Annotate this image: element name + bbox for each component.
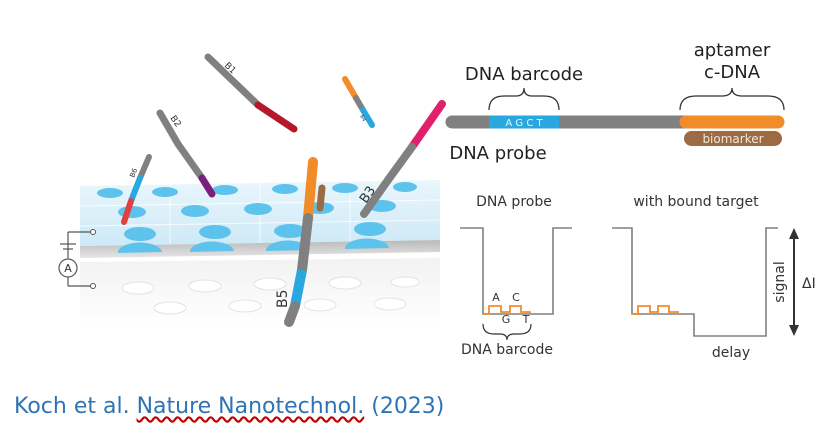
strand-b5-label: B5	[275, 289, 291, 308]
trace-probe-barcode-levels	[483, 305, 531, 315]
strand-b3: B3	[357, 100, 446, 218]
dna-probe-schematic: DNA barcode aptamer c-DNA A G C T biomar…	[445, 40, 785, 164]
signal-arrow-up	[789, 228, 799, 239]
ammeter-label: A	[64, 262, 72, 275]
biomarker-label: biomarker	[702, 132, 763, 146]
trace-probe-title: DNA probe	[476, 194, 552, 210]
trace-barcode-brace	[482, 323, 532, 341]
delay-label: delay	[712, 345, 750, 361]
trace-target-line	[612, 227, 778, 337]
level-g: G	[502, 313, 511, 326]
signal-label: signal	[772, 261, 788, 302]
barcode-brace	[488, 87, 560, 111]
ammeter-circuit: A	[58, 229, 96, 289]
citation-journal[interactable]: Nature Nanotechnol.	[136, 394, 365, 419]
strand-b2: B2	[156, 109, 216, 198]
trace-target-title: with bound target	[633, 194, 759, 210]
level-a: A	[492, 291, 500, 304]
probe-label: DNA probe	[449, 143, 546, 164]
strand-b6-label: B6	[128, 167, 139, 179]
citation-authors: Koch et al.	[14, 394, 130, 419]
level-t: T	[522, 313, 530, 326]
barcode-segment	[489, 115, 559, 129]
trace-probe: DNA probe A C G T DNA barcode	[460, 194, 572, 358]
strand-b1: B1	[204, 53, 298, 133]
trace-probe-line	[460, 227, 572, 315]
citation: Koch et al. Nature Nanotechnol. (2023)	[14, 394, 444, 419]
level-c: C	[512, 291, 520, 304]
delta-i-label: ΔI	[802, 276, 816, 292]
strand-b6: B6	[121, 154, 152, 225]
barcode-sequence: A G C T	[505, 118, 543, 129]
nanopore-membrane	[79, 180, 441, 258]
aptamer-brace	[679, 87, 785, 111]
signal-arrow-down	[789, 325, 799, 336]
aptamer-heading-2: c-DNA	[704, 62, 761, 83]
lower-sheet	[80, 258, 440, 326]
aptamer-heading-1: aptamer	[694, 40, 771, 61]
strand-small: B4	[342, 76, 375, 128]
trace-target: with bound target delay signal ΔI	[612, 194, 816, 361]
citation-year: (2023)	[371, 394, 445, 419]
trace-barcode-label: DNA barcode	[461, 342, 553, 358]
biomarker-segment	[684, 131, 782, 146]
strand-b5: B5	[275, 157, 326, 327]
strand-small-label: B4	[358, 114, 367, 123]
trace-target-barcode-levels	[632, 305, 679, 315]
barcode-heading: DNA barcode	[465, 64, 583, 85]
